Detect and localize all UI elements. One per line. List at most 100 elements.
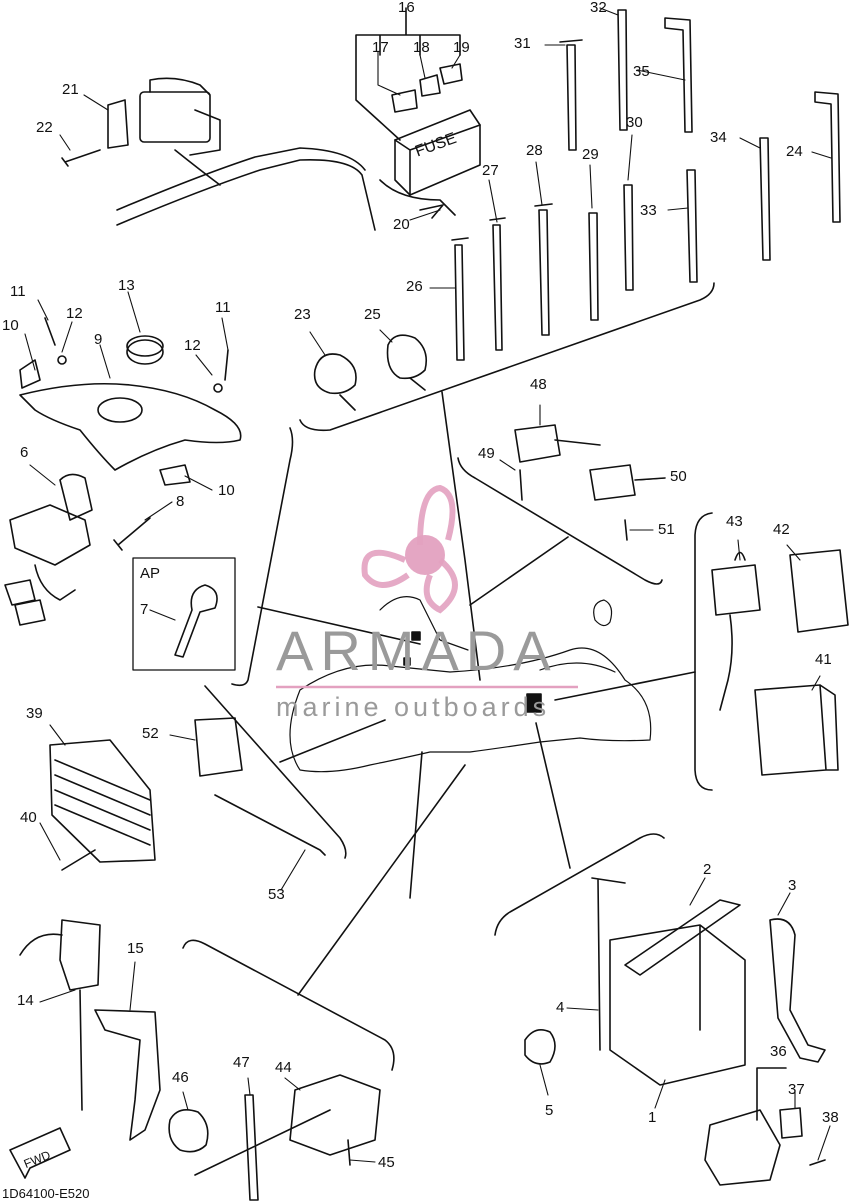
- callout-31: 31: [514, 35, 531, 52]
- craft-box3: [403, 657, 411, 666]
- leader-bottom: [297, 764, 466, 996]
- fwd-label: FWD: [22, 1148, 53, 1171]
- leader-relays: [469, 536, 569, 606]
- callout-39: 39: [26, 705, 43, 722]
- callout-43: 43: [726, 513, 743, 530]
- part-32-tie: [617, 9, 628, 131]
- craft-seat: [539, 662, 616, 673]
- callout-7: 7: [140, 601, 149, 618]
- part-40-bolt: [61, 849, 96, 871]
- leader-bottom2: [409, 751, 423, 899]
- part-44-actuator: [289, 1074, 381, 1156]
- part-34-tie: [759, 137, 771, 261]
- part-22-bolt: [61, 149, 101, 167]
- callout-42: 42: [773, 521, 790, 538]
- callout-5: 5: [545, 1102, 554, 1119]
- leader-ignition: [257, 606, 421, 645]
- craft-mirror: [593, 599, 613, 627]
- callout-38: 38: [822, 1109, 839, 1126]
- part-53-tie: [214, 794, 326, 856]
- leader-right: [554, 671, 696, 701]
- part-15-bracket: [94, 1009, 161, 1141]
- ap-box-label: AP: [140, 565, 161, 582]
- part-3-cable: [769, 918, 826, 1063]
- callout-10a: 10: [2, 317, 19, 334]
- callout-1: 1: [648, 1109, 657, 1126]
- part-26-tie: [451, 237, 469, 361]
- callout-12b: 12: [184, 337, 201, 354]
- callout-23: 23: [294, 306, 311, 323]
- craft-black-box: [526, 693, 542, 713]
- callout-28: 28: [526, 142, 543, 159]
- part-5-clamp: [524, 1029, 556, 1065]
- callout-11a: 11: [10, 283, 26, 300]
- part-25-clamp: [386, 334, 428, 391]
- harness-21: [116, 147, 376, 231]
- callout-15: 15: [127, 940, 144, 957]
- callout-35: 35: [633, 63, 650, 80]
- bracket-left-mid: [231, 427, 294, 687]
- callout-50: 50: [670, 468, 687, 485]
- callout-41: 41: [815, 651, 832, 668]
- part-52-relay: [194, 717, 243, 777]
- part-36-holder: [704, 1109, 781, 1186]
- callout-47: 47: [233, 1054, 250, 1071]
- part-33-tie: [686, 169, 698, 283]
- callout-6: 6: [20, 444, 29, 461]
- bracket-regulator: [204, 685, 347, 859]
- bracket-bottom: [182, 939, 395, 1071]
- ap-box: [132, 557, 236, 671]
- part-29-tie: [588, 212, 599, 321]
- callout-2: 2: [703, 861, 712, 878]
- callout-51: 51: [658, 521, 675, 538]
- part-30-tie: [623, 184, 634, 291]
- callout-18: 18: [413, 39, 430, 56]
- callout-22: 22: [36, 119, 53, 136]
- callout-37: 37: [788, 1081, 805, 1098]
- part-21-unit: [139, 91, 211, 143]
- callout-17: 17: [372, 39, 389, 56]
- part-38-bolt: [809, 1159, 826, 1166]
- diagram-code: 1D64100-E520: [2, 1186, 90, 1201]
- callout-29: 29: [582, 146, 599, 163]
- callout-3: 3: [788, 877, 797, 894]
- part-14-switch: [19, 919, 101, 991]
- part-4-cable: [591, 877, 626, 1051]
- callout-49: 49: [478, 445, 495, 462]
- watermark-title: ARMADA: [276, 619, 558, 682]
- callout-33: 33: [640, 202, 657, 219]
- callout-19: 19: [453, 39, 470, 56]
- callout-30: 30: [626, 114, 643, 131]
- part-7-key: [174, 584, 218, 658]
- part-8-screw: [113, 517, 151, 551]
- part-2-band: [624, 899, 741, 976]
- callout-45: 45: [378, 1154, 395, 1171]
- part-24-tie: [814, 91, 841, 223]
- part-50-sensor: [589, 464, 666, 501]
- callout-53: 53: [268, 886, 285, 903]
- callout-11b: 11: [215, 299, 231, 316]
- callout-46: 46: [172, 1069, 189, 1086]
- callout-34: 34: [710, 129, 727, 146]
- craft-handlebar: [379, 596, 469, 651]
- callout-16: 16: [398, 0, 415, 16]
- callout-27: 27: [482, 162, 499, 179]
- callout-14: 14: [17, 992, 34, 1009]
- part-41-unit: [754, 684, 839, 776]
- part-49-bolt: [519, 469, 523, 501]
- part-37-fuse: [779, 1107, 803, 1139]
- watermark-logo: [361, 484, 458, 614]
- leader-fuse-top: [441, 391, 481, 681]
- part-28-tie: [534, 203, 553, 336]
- leader-reg: [279, 719, 386, 763]
- bracket-top-right: [299, 282, 715, 432]
- part-9-cover: [19, 382, 242, 471]
- callout-12a: 12: [66, 305, 83, 322]
- part-46-clamp: [168, 1109, 209, 1153]
- bracket-battery: [494, 833, 665, 936]
- bracket-relays: [457, 457, 663, 585]
- part-43-unit: [711, 551, 761, 616]
- part-39-regulator: [49, 739, 156, 863]
